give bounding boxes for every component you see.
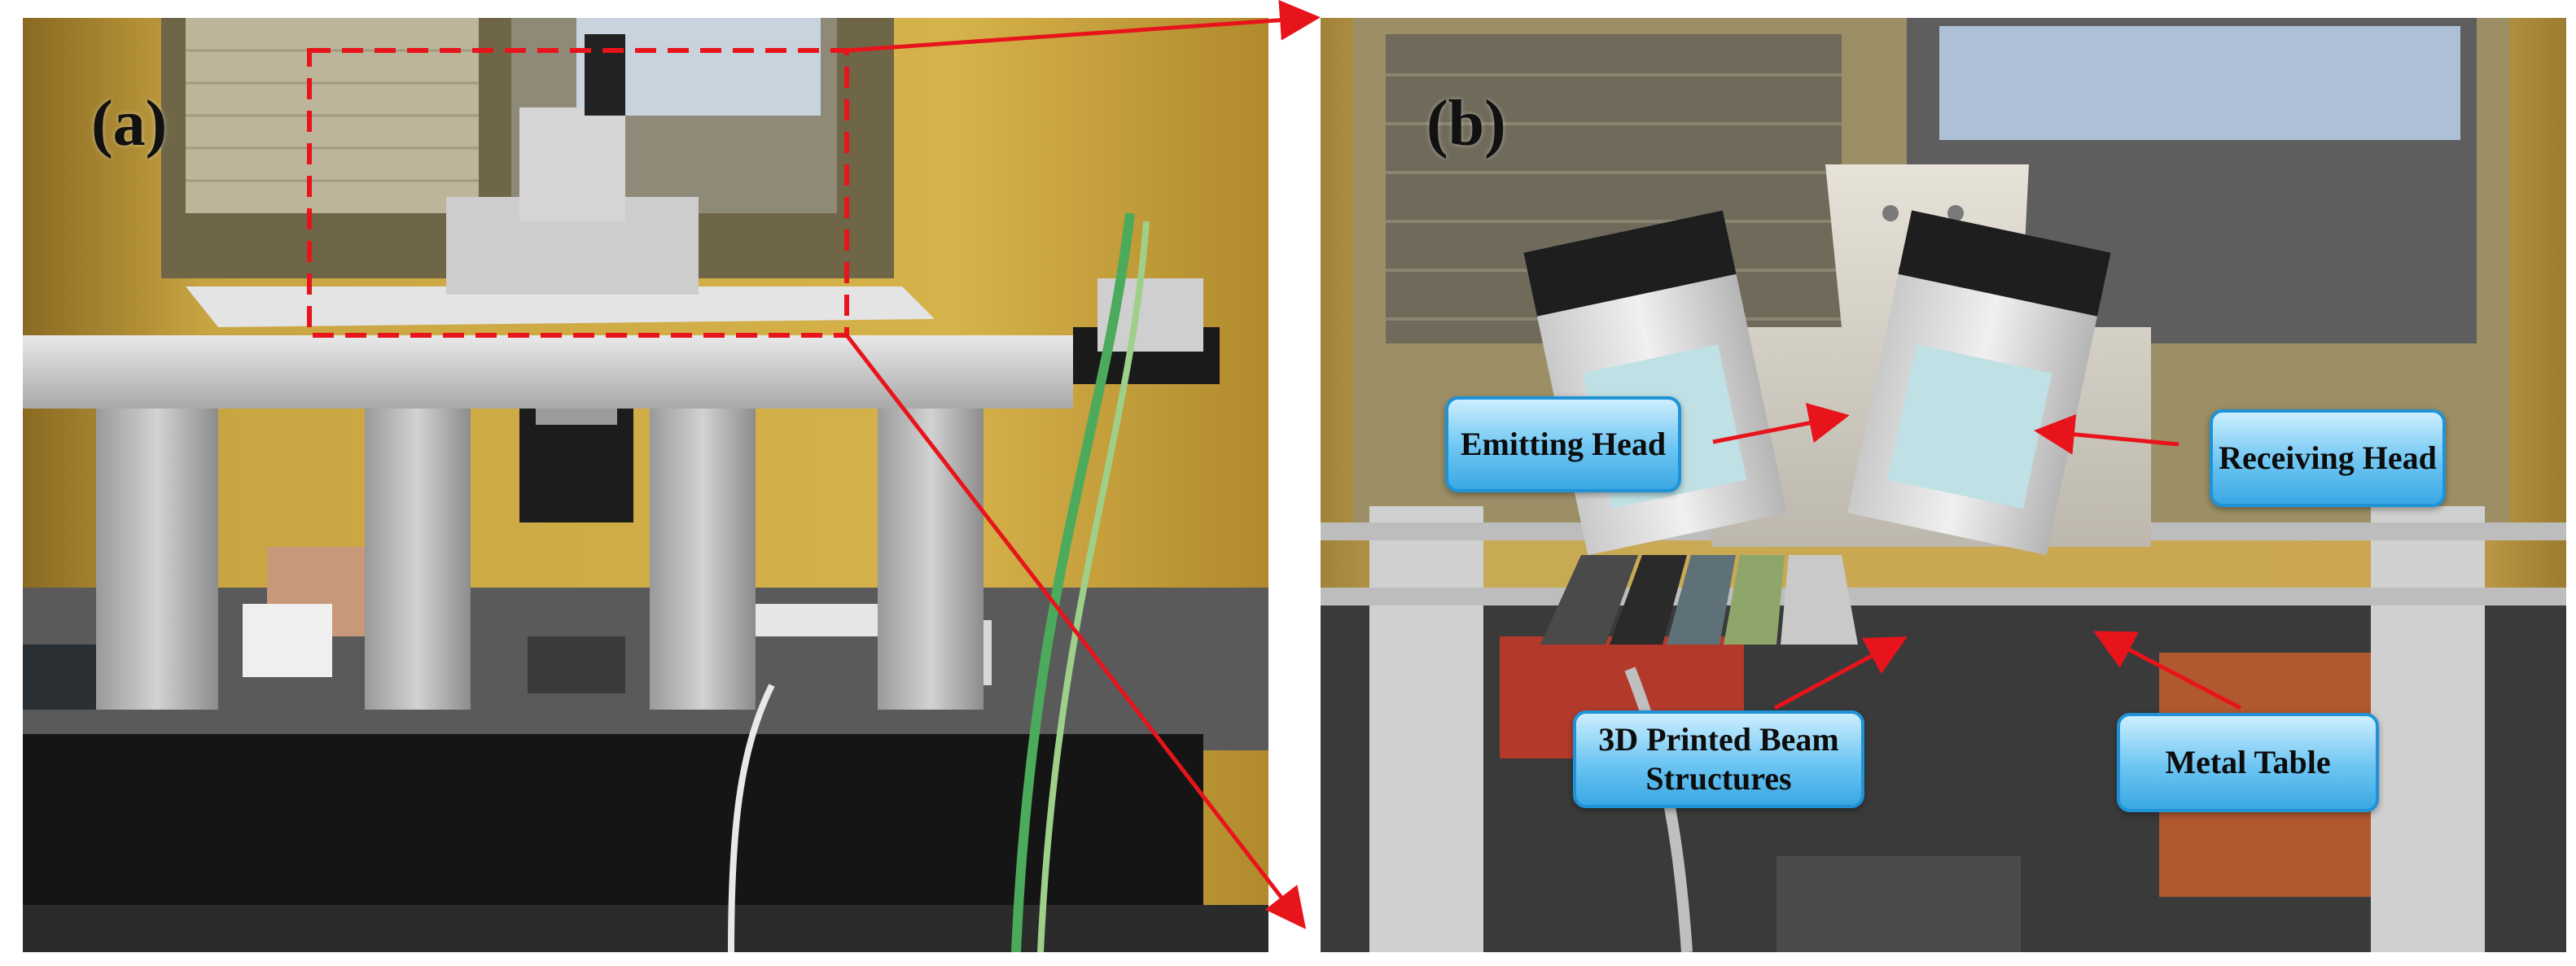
metal-table-callout: Metal Table [2117, 713, 2379, 812]
emitting-head-callout: Emitting Head [1445, 396, 1681, 492]
panel-label-b: (b) [1426, 88, 1506, 160]
panel-label-a: (a) [91, 88, 168, 160]
beam-structures-callout: 3D Printed Beam Structures [1573, 710, 1864, 808]
photo-panel-a [23, 18, 1268, 952]
zoom-region-box [307, 48, 849, 338]
receiving-head-callout: Receiving Head [2210, 409, 2446, 507]
lab-setup-overview-photo [23, 18, 1268, 952]
